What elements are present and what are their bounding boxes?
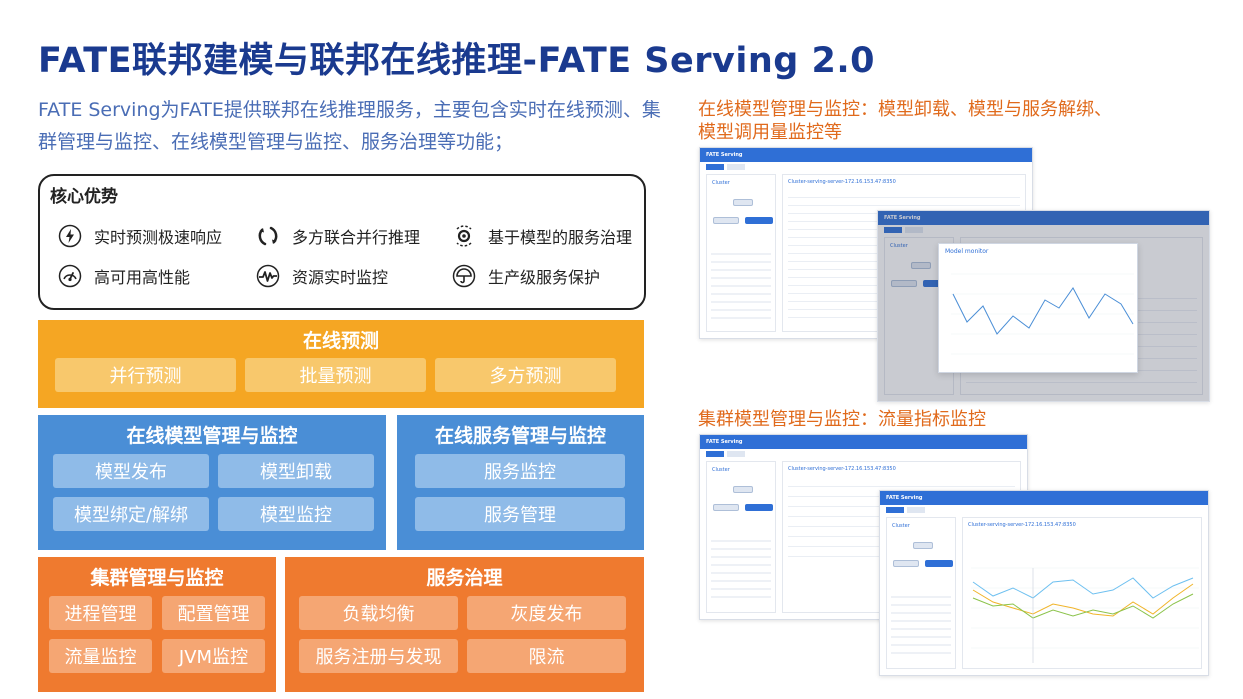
advantage-label: 生产级服务保护 bbox=[488, 268, 601, 287]
cluster-sidebar: Cluster bbox=[886, 517, 956, 669]
advantage-label: 高可用高性能 bbox=[94, 268, 191, 287]
module-chip: 负载均衡 bbox=[299, 596, 458, 630]
advantage-item: 基于模型的服务治理 bbox=[452, 224, 632, 248]
screenshot-traffic-monitor: FATE Serving Cluster Cluster-serving-ser… bbox=[879, 490, 1209, 676]
app-tabs bbox=[878, 225, 1209, 235]
cluster-server-label: Cluster-serving-server-172.16.153.47:835… bbox=[788, 179, 896, 185]
advantage-label: 资源实时监控 bbox=[292, 268, 389, 287]
lightning-icon bbox=[58, 224, 82, 248]
module-chip: 服务注册与发现 bbox=[299, 639, 458, 673]
cluster-sidebar: Cluster bbox=[706, 174, 776, 332]
online-prediction-block: 在线预测 并行预测 批量预测 多方预测 bbox=[38, 320, 644, 408]
app-header: FATE Serving bbox=[878, 211, 1209, 225]
app-tabs bbox=[700, 449, 1027, 459]
model-monitor-dialog: Model monitor bbox=[938, 243, 1138, 373]
app-header: FATE Serving bbox=[880, 491, 1208, 505]
module-chip: 服务监控 bbox=[415, 454, 625, 488]
cluster-label: Cluster bbox=[890, 243, 908, 249]
advantage-item: 资源实时监控 bbox=[256, 264, 388, 288]
module-chip: 模型发布 bbox=[53, 454, 209, 488]
model-monitor-title: Model monitor bbox=[945, 248, 989, 255]
app-name: FATE Serving bbox=[884, 215, 921, 221]
app-name: FATE Serving bbox=[706, 152, 743, 158]
cluster-server-label: Cluster-serving-server-172.16.153.47:835… bbox=[968, 522, 1076, 528]
speedometer-icon bbox=[58, 264, 82, 288]
block-title: 在线预测 bbox=[302, 330, 379, 352]
app-header: FATE Serving bbox=[700, 435, 1027, 449]
block-title: 在线模型管理与监控 bbox=[126, 425, 298, 447]
module-chip: 模型监控 bbox=[218, 497, 374, 531]
cluster-label: Cluster bbox=[712, 180, 730, 186]
advantage-item: 生产级服务保护 bbox=[452, 264, 600, 288]
page-subtitle: FATE Serving为FATE提供联邦在线推理服务，主要包含实时在线预测、集… bbox=[38, 99, 661, 153]
model-management-block: 在线模型管理与监控 模型发布 模型卸载 模型绑定/解绑 模型监控 bbox=[38, 415, 386, 550]
pulse-icon bbox=[256, 264, 280, 288]
advantage-item: 实时预测极速响应 bbox=[58, 224, 222, 248]
module-chip: JVM监控 bbox=[162, 639, 265, 673]
module-chip: 灰度发布 bbox=[467, 596, 626, 630]
app-header: FATE Serving bbox=[700, 148, 1032, 162]
model-monitor-caption-line2: 模型调用量监控等 bbox=[698, 122, 842, 143]
core-advantages-heading: 核心优势 bbox=[50, 187, 118, 207]
app-tabs bbox=[700, 162, 1032, 172]
module-chip: 服务管理 bbox=[415, 497, 625, 531]
cluster-monitor-caption: 集群模型管理与监控：流量指标监控 bbox=[698, 409, 986, 430]
service-management-block: 在线服务管理与监控 服务监控 服务管理 bbox=[397, 415, 644, 550]
advantage-item: 多方联合并行推理 bbox=[256, 224, 420, 248]
advantage-label: 实时预测极速响应 bbox=[94, 228, 223, 247]
umbrella-icon bbox=[452, 264, 476, 288]
module-chip: 限流 bbox=[467, 639, 626, 673]
module-chip: 模型卸载 bbox=[218, 454, 374, 488]
module-chip: 模型绑定/解绑 bbox=[53, 497, 209, 531]
model-monitor-caption-line1: 在线模型管理与监控：模型卸载、模型与服务解绑、 bbox=[698, 99, 1112, 120]
service-governance-block: 服务治理 负载均衡 灰度发布 服务注册与发现 限流 bbox=[285, 557, 644, 692]
cluster-management-block: 集群管理与监控 进程管理 配置管理 流量监控 JVM监控 bbox=[38, 557, 276, 692]
page-title: FATE联邦建模与联邦在线推理-FATE Serving 2.0 bbox=[38, 41, 875, 81]
module-chip: 配置管理 bbox=[162, 596, 265, 630]
app-name: FATE Serving bbox=[706, 439, 743, 445]
screenshot-model-monitor: FATE Serving Cluster Model monitor bbox=[877, 210, 1210, 402]
gear-icon bbox=[452, 224, 476, 248]
module-chip: 进程管理 bbox=[49, 596, 152, 630]
cluster-label: Cluster bbox=[712, 467, 730, 473]
model-monitor-chart bbox=[951, 273, 1134, 355]
cluster-server-label: Cluster-serving-server-172.16.153.47:835… bbox=[788, 466, 896, 472]
module-chip: 并行预测 bbox=[55, 358, 236, 392]
core-advantages-panel: 核心优势 实时预测极速响应 多方联合并行推理 基于模型的服务治理 高可用高性能 … bbox=[38, 174, 646, 310]
block-title: 在线服务管理与监控 bbox=[434, 425, 606, 447]
module-chip: 流量监控 bbox=[49, 639, 152, 673]
advantage-item: 高可用高性能 bbox=[58, 264, 190, 288]
traffic-chart bbox=[971, 567, 1199, 663]
cluster-sidebar: Cluster bbox=[706, 461, 776, 613]
sync-icon bbox=[256, 224, 280, 248]
block-title: 集群管理与监控 bbox=[90, 567, 224, 589]
app-tabs bbox=[880, 505, 1208, 515]
module-chip: 批量预测 bbox=[245, 358, 426, 392]
block-title: 服务治理 bbox=[426, 567, 503, 589]
module-chip: 多方预测 bbox=[435, 358, 616, 392]
app-name: FATE Serving bbox=[886, 495, 923, 501]
cluster-label: Cluster bbox=[892, 523, 910, 529]
traffic-detail: Cluster-serving-server-172.16.153.47:835… bbox=[962, 517, 1202, 669]
advantage-label: 多方联合并行推理 bbox=[292, 228, 421, 247]
advantage-label: 基于模型的服务治理 bbox=[488, 228, 633, 247]
